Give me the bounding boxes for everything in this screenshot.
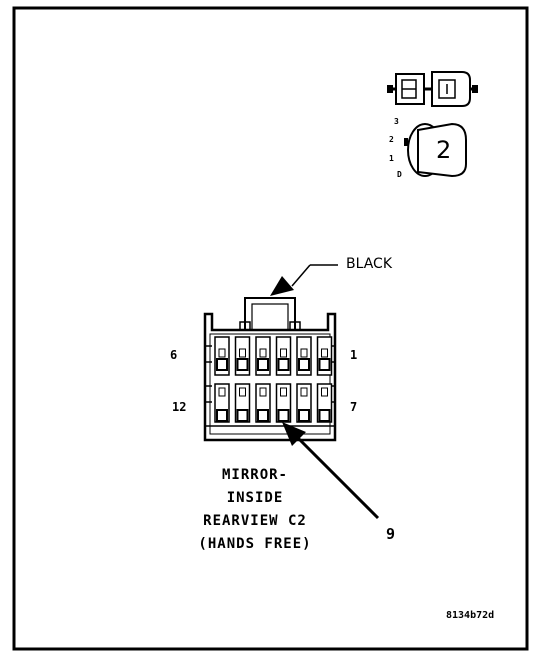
terminal-cavity <box>234 383 251 423</box>
terminal-cavity <box>316 383 333 423</box>
connector-color-label: BLACK <box>346 256 393 272</box>
figure-id: 8134b72d <box>446 610 495 621</box>
terminal-cavity <box>255 336 271 376</box>
terminal-cavity <box>316 336 333 376</box>
terminal-cavity <box>275 336 292 376</box>
terminal-cavity <box>275 383 292 423</box>
connector-body <box>203 297 337 442</box>
connector-title-line-4: (HANDS FREE) <box>198 536 312 552</box>
terminal-cavity <box>214 336 230 376</box>
terminal-cavity <box>255 383 271 423</box>
locator-terminal-mark-3: 3 <box>394 117 399 126</box>
terminal-cavity <box>296 336 312 376</box>
figure-frame <box>12 6 529 651</box>
locator-terminal-mark-1: 1 <box>389 154 394 163</box>
pin-label-1: 1 <box>350 348 358 362</box>
connector-title-line-3: REARVIEW C2 <box>203 513 307 529</box>
pin-9-callout-arrow <box>282 422 380 520</box>
connector-title-line-1: MIRROR- <box>221 467 288 483</box>
locator-connector-number: 2 <box>436 136 452 164</box>
terminal-cavity <box>296 383 312 423</box>
pin-label-12: 12 <box>172 400 187 414</box>
terminal-cavity <box>214 383 230 423</box>
connector-title-line-2: INSIDE <box>226 490 284 506</box>
pin-label-6: 6 <box>170 348 178 362</box>
terminal-cavity <box>234 336 251 376</box>
connector-locator-icon <box>387 71 478 178</box>
callout-pin-number: 9 <box>386 525 396 543</box>
locator-terminal-mark-2: 2 <box>389 135 394 144</box>
locator-terminal-mark-d: D <box>397 170 402 179</box>
pin-label-7: 7 <box>350 400 358 414</box>
color-label-leader <box>270 264 338 296</box>
